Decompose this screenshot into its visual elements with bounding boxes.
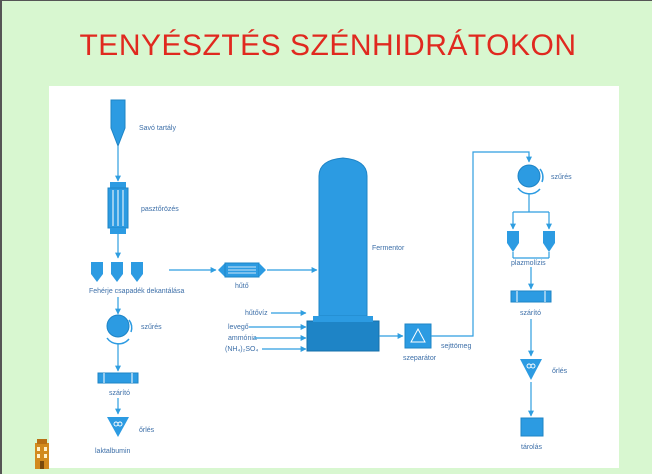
decanter-label: Fehérje csapadék dekantálása [89,288,184,295]
flow-line [431,151,532,337]
mill-left-label: őrlés [139,427,155,434]
ammonia-label: ammónia [228,335,257,342]
plasmolysis-funnel-icon [507,231,519,252]
whey-tank-label: Savó tartály [139,125,176,132]
fermentor-icon [306,157,380,352]
cooler-icon [218,262,266,278]
storage-icon [520,417,544,437]
separator-label: szeparátor [403,355,437,362]
pasteurizer-label: pasztőrözés [141,206,179,213]
mill-left-icon [107,417,129,437]
filter-left-label: szűrés [141,324,162,331]
plasmolysis-label: plazmolízis [511,260,546,267]
decanter-funnel-icon [111,262,123,282]
dryer-left-label: szárító [109,390,130,397]
laktalbumin-label: laktalbumin [95,448,131,455]
storage-label: tárolás [521,444,543,451]
filter-right-icon [517,164,544,195]
separator-icon [404,323,432,349]
process-diagram-panel: Savó tartály pasztőrözés Fehérje csapadé… [49,86,619,468]
fermentor-label: Fermentor [372,245,405,252]
ammonium-sulfate-label: (NH₄)₂SO₄ [225,346,258,353]
dryer-right-label: szárító [520,310,541,317]
pasteurizer-icon [107,182,129,234]
filter-left-icon [106,314,133,345]
process-flow-diagram: Savó tartály pasztőrözés Fehérje csapadé… [89,99,572,455]
whey-tank-icon [110,99,126,148]
plasmolysis-funnel-icon [543,231,555,252]
dryer-right-icon [510,290,552,303]
dryer-left-icon [97,372,139,384]
decanter-funnel-icon [91,262,103,282]
cooling-water-label: hűtővíz [245,310,268,317]
air-label: levegő [228,324,249,331]
mill-right-label: őrlés [552,368,568,375]
decanter-funnel-icon [131,262,143,282]
filter-right-label: szűrés [551,174,572,181]
cell-mass-label: sejttömeg [441,343,471,350]
mill-right-icon [520,359,542,380]
slide-title: TENYÉSZTÉS SZÉNHIDRÁTOKON [79,29,577,62]
building-logo-icon [35,439,49,469]
cooler-label: hűtő [235,283,249,290]
